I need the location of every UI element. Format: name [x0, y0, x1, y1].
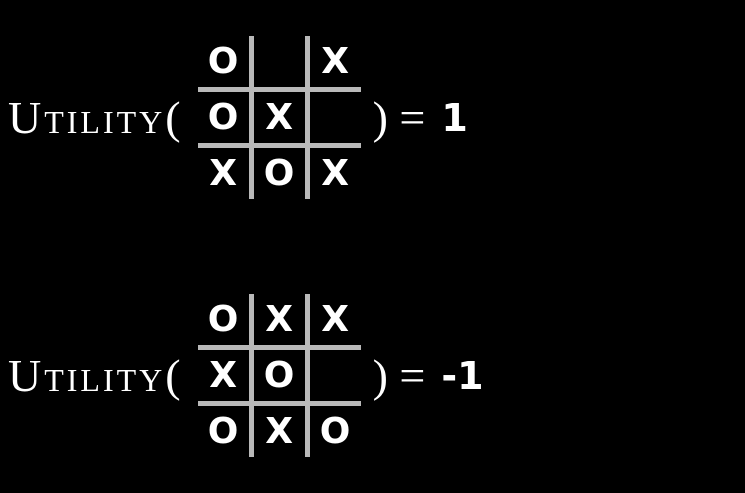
close-paren-equals-1: ) = [372, 92, 426, 143]
tictactoe-board-1: O X O X X O X [197, 36, 361, 199]
board2-cell-r2c1: X [197, 350, 249, 401]
board2-cell-r3c1: O [197, 406, 249, 457]
board1-cell-r3c3: X [309, 148, 361, 199]
board2-cell-r2c2: O [253, 350, 305, 401]
board1-cell-r2c2: X [253, 92, 305, 143]
board2-cell-r3c3: O [309, 406, 361, 457]
board2-cell-r1c2: X [253, 294, 305, 345]
utility-value-1: 1 [441, 95, 468, 140]
board1-cell-r1c1: O [197, 36, 249, 87]
utility-function-label-1: Utility( [8, 92, 184, 143]
utility-equation-2: Utility( O X X X O O X O ) = -1 [8, 294, 745, 457]
board2-cell-r3c2: X [253, 406, 305, 457]
board1-cell-r1c2 [253, 36, 305, 87]
board1-cell-r1c3: X [309, 36, 361, 87]
utility-function-label-2: Utility( [8, 350, 184, 401]
tictactoe-board-2: O X X X O O X O [197, 294, 361, 457]
board1-cell-r2c3 [309, 92, 361, 143]
board2-cell-r1c1: O [197, 294, 249, 345]
board2-cell-r1c3: X [309, 294, 361, 345]
utility-value-2: -1 [441, 353, 484, 398]
board1-cell-r2c1: O [197, 92, 249, 143]
board1-cell-r3c1: X [197, 148, 249, 199]
close-paren-equals-2: ) = [372, 350, 426, 401]
utility-equation-1: Utility( O X O X X O X ) = 1 [8, 36, 745, 199]
board1-cell-r3c2: O [253, 148, 305, 199]
board2-cell-r2c3 [309, 350, 361, 401]
